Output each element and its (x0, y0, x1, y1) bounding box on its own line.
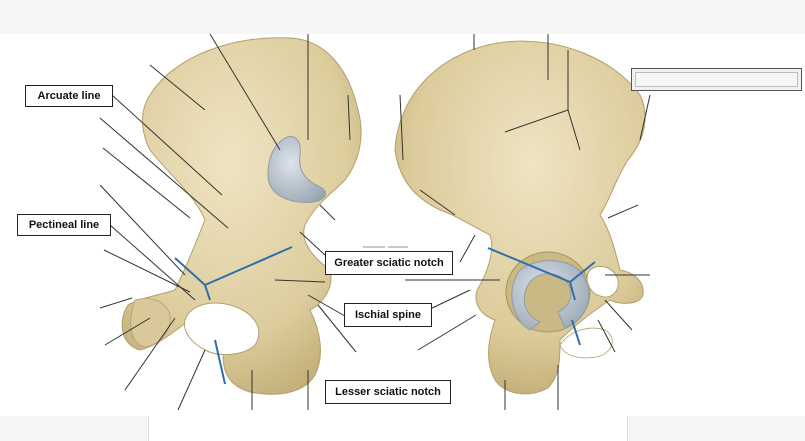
bottom-band-right (628, 416, 805, 441)
label-pectineal-line: Pectineal line (17, 214, 111, 236)
bottom-band-left (0, 416, 148, 441)
label-lesser-sciatic-notch: Lesser sciatic notch (325, 380, 451, 404)
left-hip-bone (121, 37, 362, 395)
right-hip-bone (394, 40, 646, 395)
blank-label-box[interactable] (631, 68, 802, 91)
bottom-band-middle (148, 416, 628, 441)
blank-label-box-inner (635, 72, 798, 87)
leader-lines (99, 33, 651, 411)
top-band (0, 0, 805, 34)
label-greater-sciatic-notch: Greater sciatic notch (325, 251, 453, 275)
label-ischial-spine: Ischial spine (344, 303, 432, 327)
label-arcuate-line: Arcuate line (25, 85, 113, 107)
